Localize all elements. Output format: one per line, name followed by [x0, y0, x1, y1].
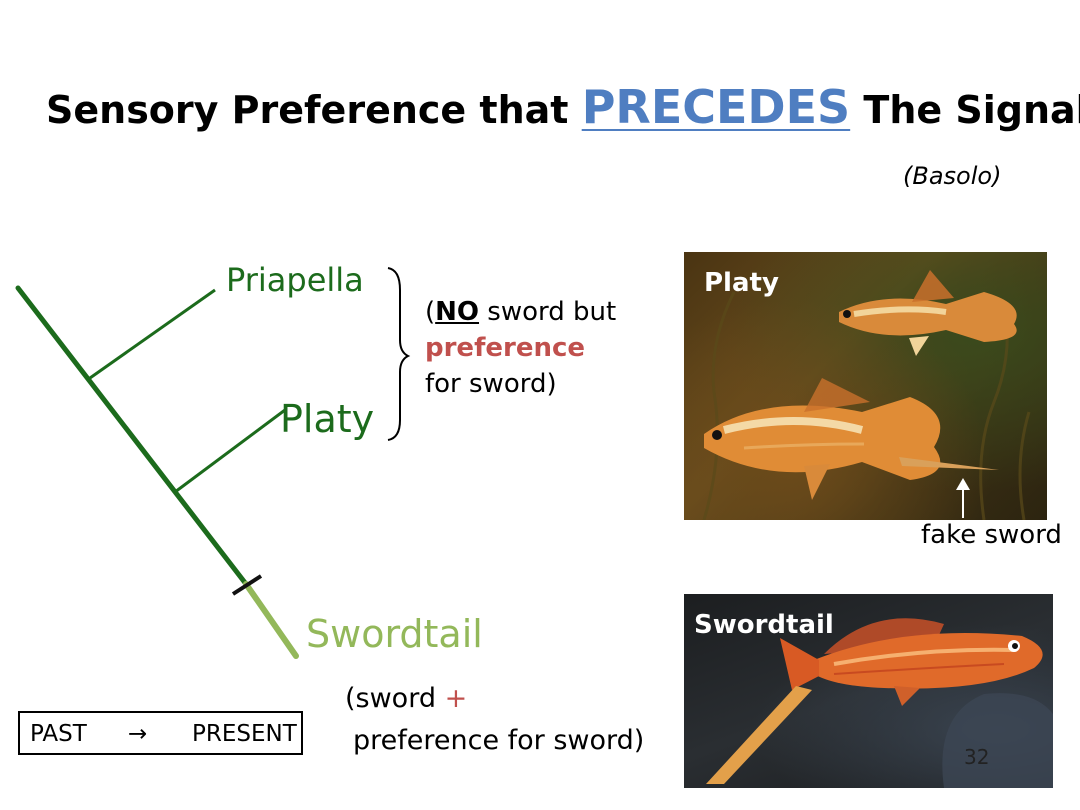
- note-sword-line1: (sword: [345, 683, 445, 714]
- note-sword: (sword + preference for sword): [345, 678, 644, 762]
- sword-extension: [706, 686, 812, 784]
- fake-sword-label: fake sword: [921, 520, 1062, 550]
- title-part-1: Sensory Preference that: [46, 88, 582, 132]
- note-plus: +: [444, 683, 468, 714]
- taxon-platy: Platy: [280, 397, 375, 441]
- tree-trunk: [15, 285, 249, 587]
- taxon-swordtail: Swordtail: [306, 612, 483, 656]
- swordtail-photo-label: Swordtail: [694, 610, 834, 640]
- note-tail: for sword): [425, 369, 557, 399]
- note-no-sword: (NO sword but preference for sword): [425, 294, 616, 402]
- branch-platy: [174, 408, 286, 494]
- platy-photo: Platy: [684, 252, 1047, 520]
- tail-fin: [780, 638, 819, 690]
- note-preference: preference: [425, 333, 586, 363]
- curly-brace: [387, 267, 411, 441]
- title-emphasis: PRECEDES: [581, 80, 851, 134]
- taxon-priapella: Priapella: [226, 261, 364, 299]
- upper-fish: [839, 270, 1017, 356]
- rock-shape: [942, 693, 1053, 788]
- platy-fish-illustration: [702, 270, 1031, 520]
- branch-priapella: [89, 288, 216, 380]
- timeline-box: PAST → PRESENT: [18, 711, 303, 755]
- sword-origin-tick: [231, 574, 263, 596]
- title-part-2: The Signal: [850, 88, 1080, 132]
- timeline-present: PRESENT: [192, 721, 297, 747]
- note-rest: sword but: [479, 297, 617, 327]
- swordtail-photo: Swordtail: [684, 594, 1053, 788]
- note-no: NO: [435, 297, 480, 327]
- note-paren: (: [425, 297, 436, 327]
- arrow-right-icon: →: [128, 721, 148, 747]
- page-number: 32: [964, 745, 990, 769]
- timeline-past: PAST: [30, 721, 87, 747]
- branch-swordtail: [243, 581, 299, 659]
- slide-title: Sensory Preference that PRECEDES The Sig…: [46, 80, 1080, 134]
- note-sword-line2: preference for sword): [353, 725, 645, 756]
- lower-fish: [704, 378, 999, 500]
- credit-basolo: (Basolo): [903, 162, 1002, 190]
- swordtail-fish-illustration: [706, 618, 1053, 788]
- platy-photo-label: Platy: [704, 268, 779, 298]
- fish-body: [814, 633, 1043, 689]
